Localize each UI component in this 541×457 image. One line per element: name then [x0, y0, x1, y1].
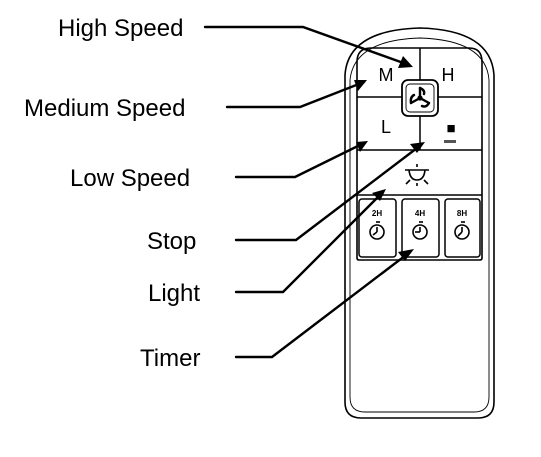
timer-8h-key[interactable]: 8H: [454, 209, 470, 240]
medium-speed-leader: [225, 80, 366, 109]
clock-icon: [369, 221, 385, 240]
medium-key-label: M: [379, 65, 394, 85]
high-speed-leader: [203, 25, 411, 67]
timer-2h-label: 2H: [372, 209, 382, 218]
timer-4h-label: 4H: [415, 209, 425, 218]
callout-high-speed: High Speed: [58, 15, 183, 42]
clock-icon: [454, 221, 470, 240]
callout-labels: High Speed Medium Speed Low Speed Stop L…: [24, 15, 200, 372]
timer-8h-label: 8H: [457, 209, 467, 218]
high-speed-key[interactable]: H: [421, 49, 481, 96]
stop-key-symbol: ■: [446, 120, 455, 137]
low-speed-leader: [234, 141, 366, 179]
callout-medium-speed: Medium Speed: [24, 95, 185, 122]
stop-key[interactable]: ■: [421, 98, 481, 149]
leader-lines: [203, 25, 423, 359]
low-key-label: L: [381, 117, 391, 137]
remote-body: [344, 27, 495, 419]
medium-speed-key[interactable]: M: [358, 49, 419, 96]
light-bulb-icon: [405, 164, 429, 186]
timer-leader: [234, 250, 412, 359]
timer-4h-key[interactable]: 4H: [412, 209, 428, 240]
timer-row: [358, 198, 481, 258]
arrow-light: [372, 189, 386, 201]
arrowheads: [354, 56, 425, 261]
light-leader: [234, 190, 385, 294]
light-key[interactable]: [358, 151, 481, 194]
arrow-high-speed: [398, 56, 413, 68]
high-key-label: H: [442, 65, 455, 85]
arrow-low-speed: [356, 141, 368, 152]
fan-key[interactable]: [401, 79, 439, 117]
callout-stop: Stop: [147, 228, 196, 255]
fan-icon: [409, 86, 431, 108]
callout-light: Light: [148, 280, 200, 307]
timer-2h-key[interactable]: 2H: [369, 209, 385, 240]
clock-icon: [412, 221, 428, 240]
arrow-stop: [410, 142, 425, 153]
callout-low-speed: Low Speed: [70, 165, 190, 192]
arrow-timer: [398, 249, 414, 261]
low-speed-key[interactable]: L: [358, 98, 419, 149]
arrow-medium-speed: [354, 80, 367, 91]
stop-leader: [234, 143, 423, 242]
led-indicator: [444, 140, 456, 143]
callout-timer: Timer: [140, 345, 200, 372]
